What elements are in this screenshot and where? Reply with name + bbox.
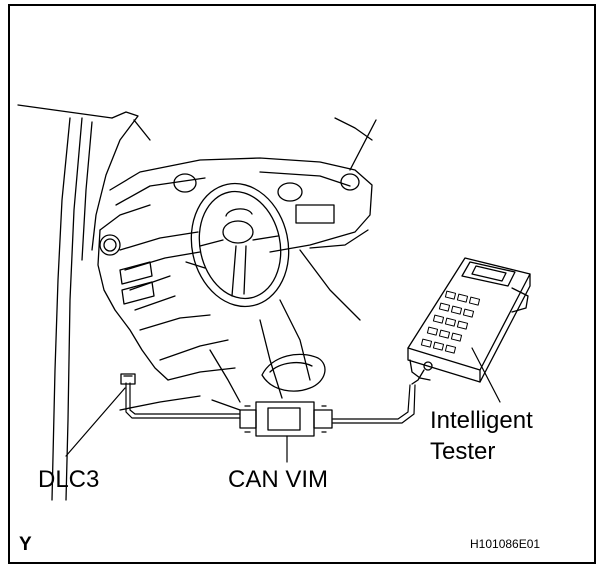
tester-keypad: [420, 290, 481, 354]
dlc3-connector: [120, 373, 136, 385]
dlc3-label: DLC3: [38, 466, 100, 493]
can-vim-module: [239, 401, 333, 437]
dashboard: [97, 157, 373, 411]
windshield-edge: [133, 117, 377, 171]
center-console: [209, 349, 326, 403]
steering-wheel: [185, 182, 290, 308]
air-vents: [99, 173, 360, 305]
tester-label-line2: Tester: [430, 438, 496, 465]
door-frame: [17, 104, 139, 501]
connection-cable: [125, 382, 416, 424]
can-vim-label: CAN VIM: [228, 466, 329, 493]
intelligent-tester-device: [407, 257, 531, 385]
corner-mark: Y: [19, 534, 32, 555]
tester-label-line1: Intelligent: [430, 407, 533, 434]
leader-lines: [65, 347, 501, 463]
figure-code: H101086E01: [470, 537, 541, 551]
